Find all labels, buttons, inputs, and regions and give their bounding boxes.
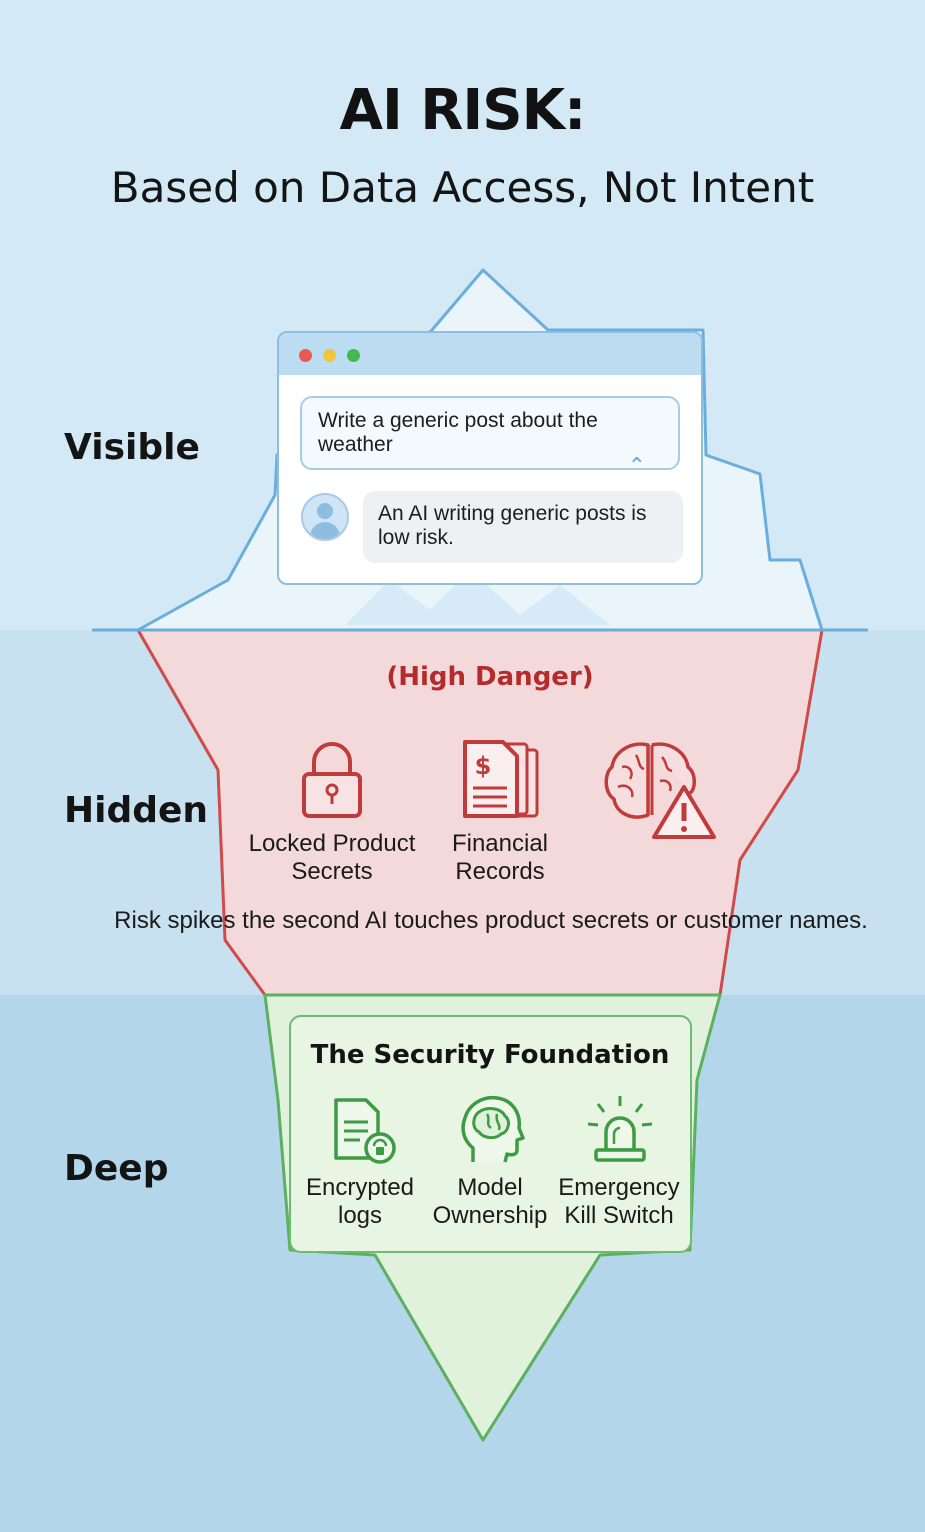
- layer-label-hidden: Hidden: [64, 790, 209, 831]
- sparkle-icon: ⌃: [627, 453, 646, 478]
- chat-window: Write a generic post about the weather ⌃…: [277, 331, 703, 585]
- window-title-bar: [279, 333, 701, 375]
- page-title: AI RISK:: [339, 78, 587, 143]
- maximize-dot-icon: [347, 349, 360, 362]
- minimize-dot-icon: [323, 349, 336, 362]
- financial-document-icon: $: [463, 740, 539, 818]
- icon-label-kill-switch: Emergency Kill Switch: [558, 1174, 680, 1229]
- brain-head-icon: [461, 1095, 525, 1163]
- iceberg-tip-shading: [345, 570, 610, 625]
- encrypted-document-icon: [334, 1098, 396, 1164]
- icon-label-encrypted-logs: Encrypted logs: [305, 1174, 415, 1229]
- icon-label-locked-secrets: Locked Product Secrets: [248, 830, 416, 885]
- ai-reply-text: An AI writing generic posts is low risk.: [378, 502, 647, 549]
- ai-reply-bubble: An AI writing generic posts is low risk.: [363, 491, 683, 563]
- svg-text:$: $: [475, 752, 492, 780]
- layer-label-visible: Visible: [64, 427, 200, 468]
- brain-warning-icon: [604, 742, 716, 839]
- security-foundation-title: The Security Foundation: [310, 1040, 670, 1070]
- layer-label-deep: Deep: [64, 1148, 169, 1189]
- user-prompt-text: Write a generic post about the weather: [318, 409, 598, 456]
- siren-icon: [587, 1096, 653, 1162]
- user-prompt-bubble: Write a generic post about the weather ⌃: [300, 396, 680, 478]
- icon-label-model-ownership: Model Ownership: [432, 1174, 548, 1229]
- page-subtitle: Based on Data Access, Not Intent: [110, 163, 815, 212]
- danger-heading: (High Danger): [386, 662, 594, 692]
- avatar-icon: [301, 493, 349, 541]
- risk-note: Risk spikes the second AI touches produc…: [114, 907, 868, 934]
- close-dot-icon: [299, 349, 312, 362]
- padlock-icon: [302, 742, 362, 818]
- icon-label-financial-records: Financial Records: [451, 830, 549, 885]
